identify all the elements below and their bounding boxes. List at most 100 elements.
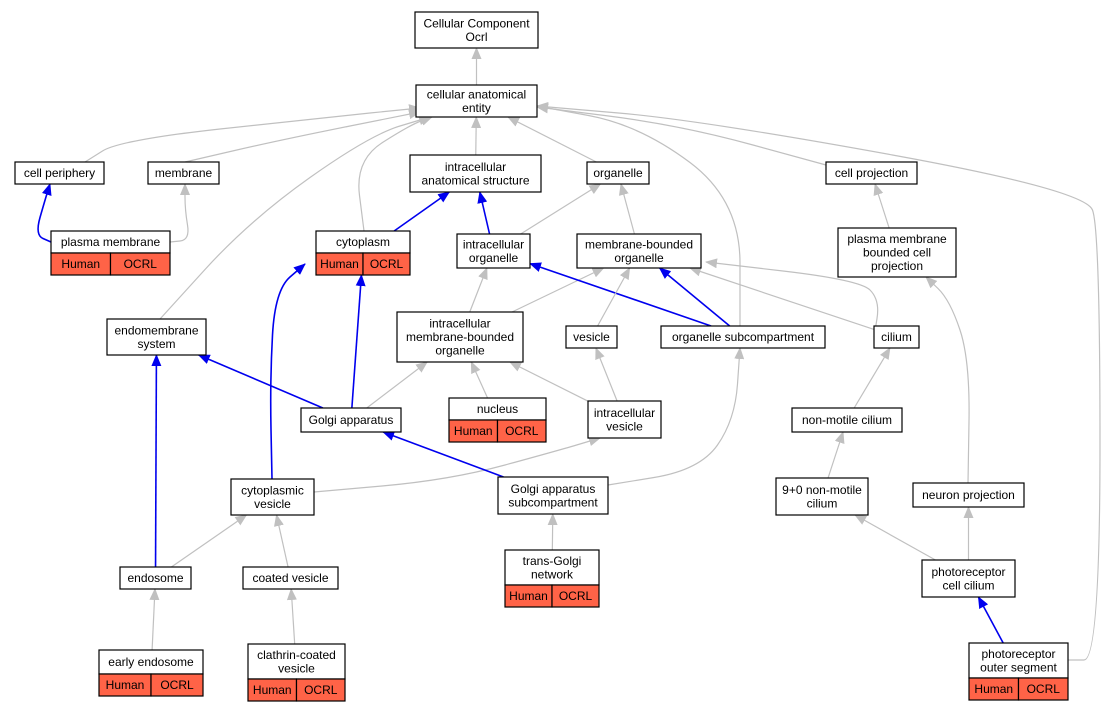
node-label-line: endosome xyxy=(127,571,183,585)
node-box xyxy=(873,325,920,349)
edge-is-a-imbo-to-io xyxy=(469,267,488,313)
node-np[interactable]: neuron projection xyxy=(912,482,1025,508)
node-box xyxy=(837,227,957,278)
node-endo[interactable]: endosome xyxy=(119,566,192,590)
gene-label: OCRL xyxy=(124,257,158,271)
species-label: Human xyxy=(106,678,145,692)
edge-part-of-endo-to-ems xyxy=(151,354,162,568)
edge-is-a-coat-to-cv xyxy=(274,514,289,568)
node-box xyxy=(660,325,826,349)
node-label-line: organelle xyxy=(593,166,643,180)
node-label-line: endomembrane xyxy=(114,323,198,337)
node-label-line: cellular anatomical xyxy=(427,87,526,101)
node-cproj[interactable]: cell projection xyxy=(825,161,918,185)
edge-part-of-cyto-to-ias xyxy=(393,191,451,232)
edge-is-a-pos-to-cae xyxy=(536,101,1101,661)
node-label-line: plasma membrane xyxy=(61,235,161,249)
node-label-line: neuron projection xyxy=(922,488,1015,502)
gene-label: OCRL xyxy=(160,678,194,692)
node-label-line: Cellular Component xyxy=(423,16,530,30)
node-cp[interactable]: cell periphery xyxy=(14,161,105,185)
node-label-line: coated vesicle xyxy=(252,571,328,585)
node-nmc[interactable]: non-motile cilium xyxy=(791,407,903,433)
node-label-line: membrane xyxy=(155,166,213,180)
edge-is-a-org-to-cae xyxy=(507,116,597,163)
edge-is-a-imbo-to-mbo xyxy=(511,267,605,313)
node-box xyxy=(396,311,524,363)
node-box xyxy=(565,325,618,349)
node-org[interactable]: organelle xyxy=(586,161,650,185)
node-box xyxy=(921,559,1016,598)
node-box xyxy=(912,482,1025,508)
edge-is-a-ccv-to-coat xyxy=(286,588,297,645)
node-label-line: intracellular xyxy=(463,237,524,251)
edge-is-a-golgi-to-imbo xyxy=(366,361,428,409)
node-coat[interactable]: coated vesicle xyxy=(242,566,339,590)
gene-cell xyxy=(1017,677,1069,701)
node-box xyxy=(497,476,609,515)
node-label-line: vesicle xyxy=(606,419,643,433)
node-label-line: organelle xyxy=(435,344,485,358)
node-box xyxy=(106,318,207,356)
node-box xyxy=(14,161,105,185)
node-golgi[interactable]: Golgi apparatus xyxy=(300,407,402,433)
edge-part-of-gas-to-golgi xyxy=(382,431,504,478)
node-ves[interactable]: vesicle xyxy=(565,325,618,349)
node-label-line: plasma membrane xyxy=(847,232,947,246)
node-label-line: intracellular xyxy=(594,406,655,420)
edge-part-of-golgi-to-cyto xyxy=(351,274,366,409)
species-label: Human xyxy=(509,589,548,603)
edge-is-a-cp-to-cae xyxy=(84,104,421,163)
edge-is-a-ee-to-endo xyxy=(149,588,160,651)
node-mem[interactable]: membrane xyxy=(147,161,220,185)
node-label-line: entity xyxy=(462,101,491,115)
edge-part-of-golgi-to-ems xyxy=(197,354,324,409)
node-label-line: projection xyxy=(871,259,923,273)
species-label: Human xyxy=(61,257,100,271)
gene-label: OCRL xyxy=(505,424,539,438)
node-cil[interactable]: cilium xyxy=(873,325,920,349)
edge-is-a-nuc-to-imbo xyxy=(470,361,489,399)
node-box xyxy=(791,407,903,433)
gene-cell xyxy=(109,252,171,276)
node-box xyxy=(775,477,869,516)
edge-is-a-io-to-org xyxy=(520,183,602,235)
edge-is-a-gas-to-osc xyxy=(607,347,745,486)
node-osc[interactable]: organelle subcompartment xyxy=(660,325,826,349)
edge-part-of-pos-to-pcc xyxy=(977,596,1004,644)
node-box xyxy=(409,154,542,193)
node-label-line: Golgi apparatus xyxy=(309,413,394,427)
node-label-line: cytoplasmic xyxy=(241,483,304,497)
edge-is-a-cv-to-iv xyxy=(313,436,601,493)
node-label-line: cytoplasm xyxy=(336,235,390,249)
edge-is-a-iv-to-imbo xyxy=(508,361,589,402)
node-label-line: system xyxy=(137,337,175,351)
node-box xyxy=(414,11,539,49)
